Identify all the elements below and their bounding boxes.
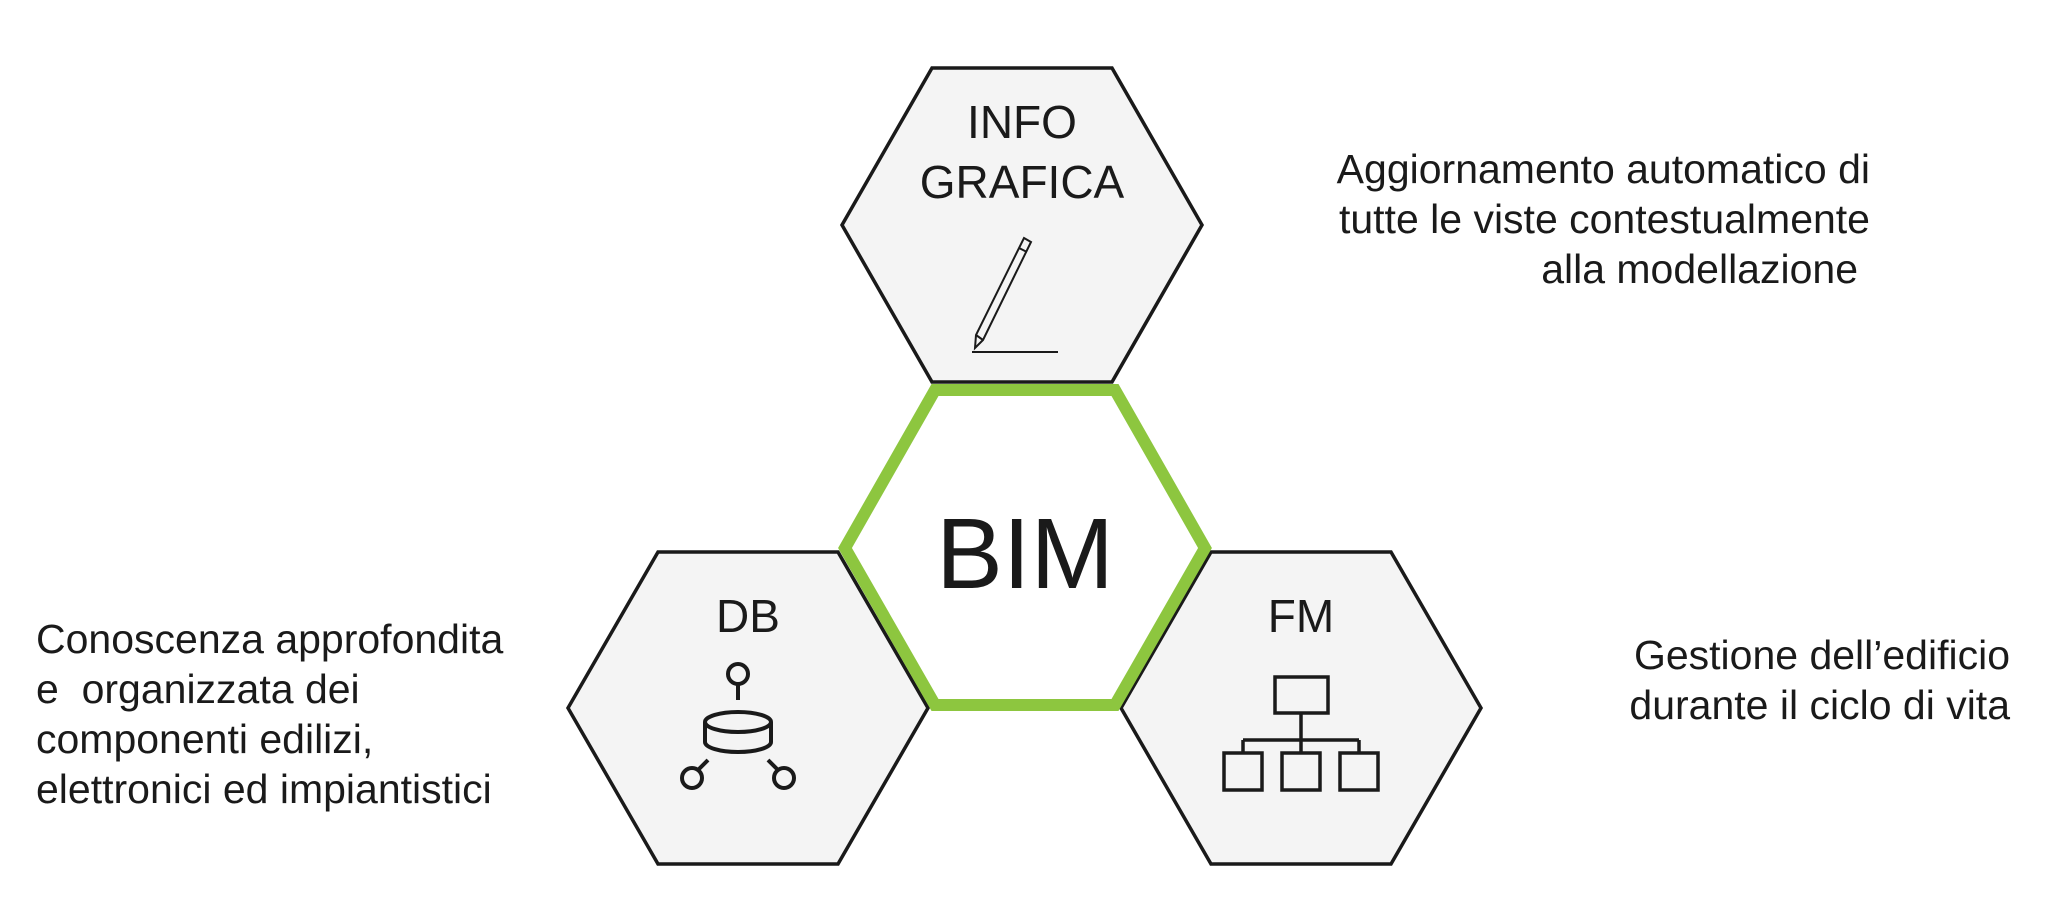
- bim-label: BIM: [936, 498, 1114, 610]
- info-description-line: Aggiornamento automatico di: [1336, 146, 1870, 192]
- fm-description-line: Gestione dell’edificio: [1633, 632, 2010, 678]
- db-hexagon: DB: [565, 550, 931, 866]
- pencil-icon: [972, 236, 1058, 353]
- info-description-line: tutte le viste contestualmente: [1338, 196, 1870, 242]
- bim-hexagon: BIM: [838, 384, 1212, 711]
- db-description-line: componenti edilizi,: [36, 716, 374, 762]
- info-description: Aggiornamento automatico di tutte le vis…: [1180, 144, 1870, 294]
- info-grafica-hexagon: INFO GRAFICA: [839, 66, 1205, 384]
- db-label: DB: [716, 590, 780, 642]
- fm-description-line: durante il ciclo di vita: [1629, 682, 2010, 728]
- fm-hexagon: FM: [1118, 550, 1484, 866]
- db-description: Conoscenza approfondita e organizzata de…: [36, 614, 596, 814]
- info-label-line2: GRAFICA: [920, 156, 1125, 208]
- fm-label: FM: [1268, 590, 1334, 642]
- fm-description: Gestione dell’edificio durante il ciclo …: [1570, 630, 2010, 730]
- info-label-line1: INFO: [967, 96, 1077, 148]
- db-description-line: elettronici ed impiantistici: [36, 766, 492, 812]
- db-description-line: e organizzata dei: [36, 666, 360, 712]
- db-description-line: Conoscenza approfondita: [36, 616, 504, 662]
- database-icon: [680, 662, 796, 790]
- info-description-line: alla modellazione: [1541, 246, 1858, 292]
- org-chart-icon: [1222, 675, 1380, 792]
